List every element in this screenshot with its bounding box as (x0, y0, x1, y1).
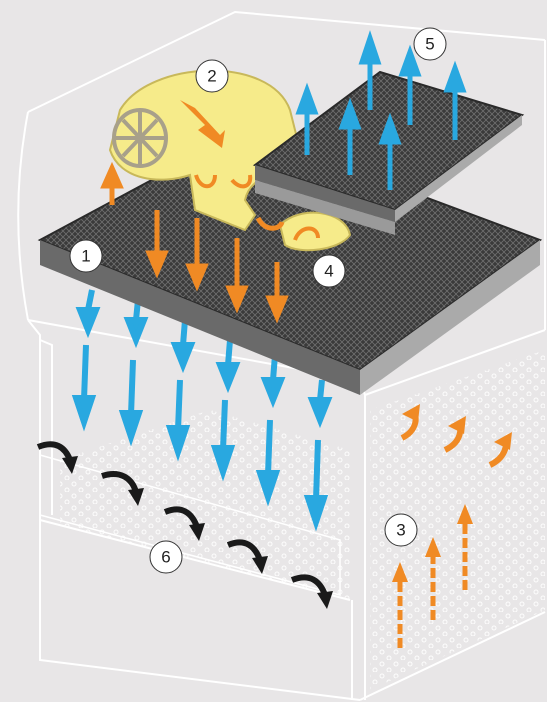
arrow-down-blue-icon (175, 345, 191, 365)
arrow-down-blue-icon (76, 398, 92, 422)
label-5: 5 (414, 28, 446, 60)
label-1: 1 (70, 240, 102, 272)
fan-icon (114, 110, 166, 166)
svg-text:3: 3 (396, 521, 405, 540)
arrow-up-blue-icon (402, 52, 418, 74)
arrow-down-blue-icon (312, 400, 328, 420)
arrow-up-blue-icon (447, 68, 463, 90)
svg-text:5: 5 (425, 35, 434, 54)
svg-text:4: 4 (324, 262, 333, 281)
svg-text:2: 2 (207, 67, 216, 86)
arrow-up-blue-icon (299, 90, 315, 112)
label-6: 6 (150, 541, 182, 573)
arrow-down-blue-icon (265, 380, 281, 400)
svg-text:1: 1 (81, 247, 90, 266)
arrow-down-blue-icon (220, 365, 236, 385)
arrow-down-blue-icon (128, 320, 144, 340)
label-4: 4 (313, 255, 345, 287)
svg-text:6: 6 (161, 548, 170, 567)
label-2: 2 (196, 60, 228, 92)
arrow-down-blue-icon (80, 310, 96, 330)
arrow-up-orange-icon (104, 168, 120, 186)
arrow-down-blue-icon (123, 413, 139, 437)
label-3: 3 (385, 514, 417, 546)
arrow-up-blue-icon (362, 38, 378, 62)
